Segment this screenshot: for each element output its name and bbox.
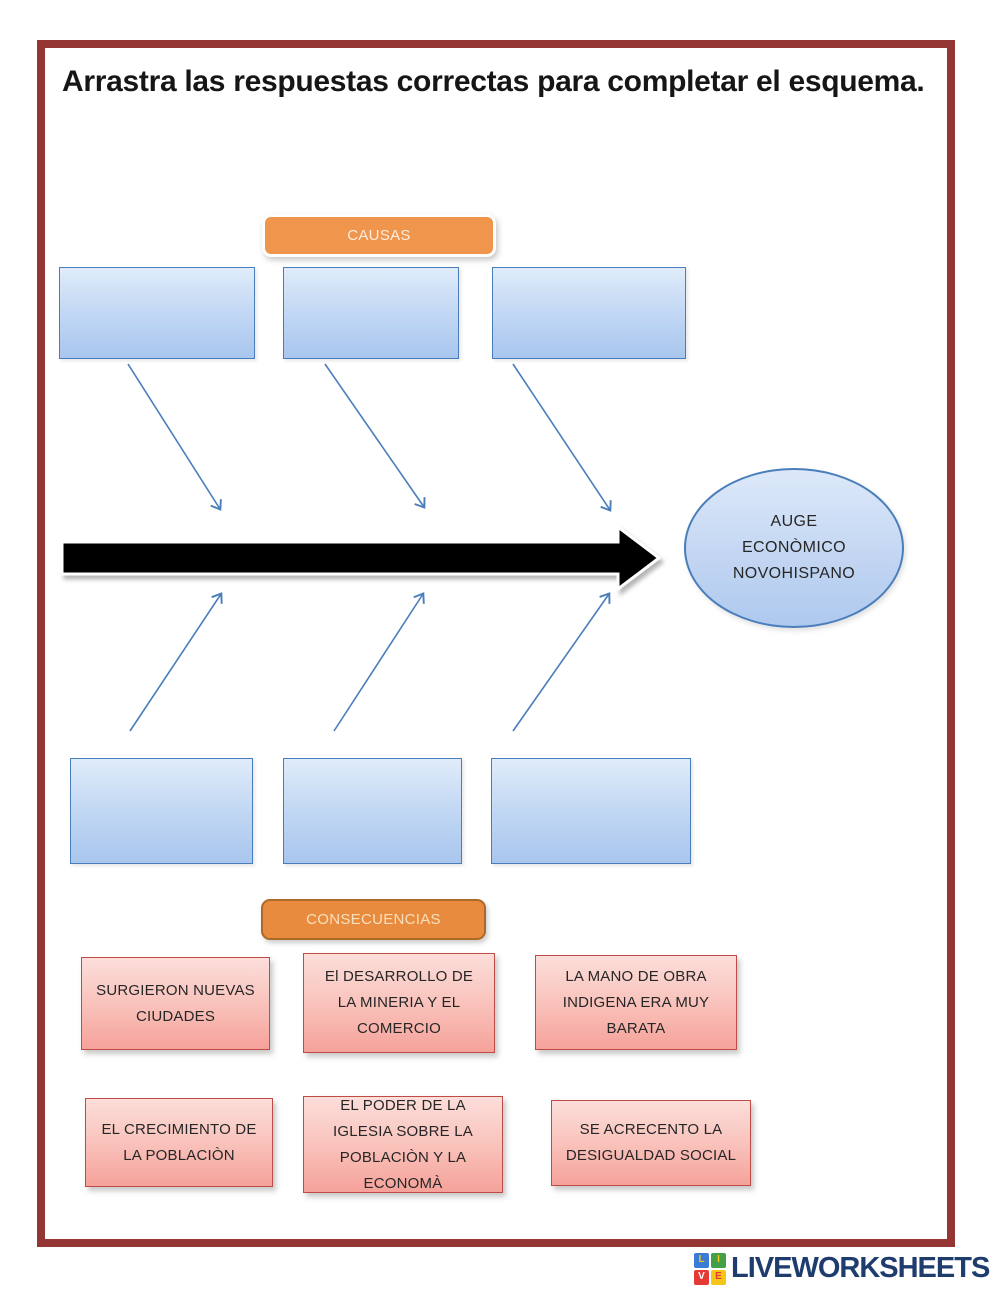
consequence-drop-slot-1[interactable] (70, 758, 253, 864)
liveworksheets-logo-icon: L I V E (694, 1252, 726, 1285)
cause-drop-slot-2[interactable] (283, 267, 459, 359)
liveworksheets-logo[interactable]: L I V E LIVEWORKSHEETS (694, 1252, 990, 1285)
consequences-label: CONSECUENCIAS (261, 899, 486, 940)
answer-card-surgieron-nuevas-ciudades[interactable]: SURGIERON NUEVAS CIUDADES (81, 957, 270, 1050)
page-border-frame (37, 40, 955, 1247)
effect-node: AUGE ECONÒMICO NOVOHISPANO (684, 468, 904, 628)
causes-label: CAUSAS (262, 214, 496, 257)
answer-card-crecimiento-poblacion[interactable]: EL CRECIMIENTO DE LA POBLACIÒN (85, 1098, 273, 1187)
answer-card-desigualdad-social[interactable]: SE ACRECENTO LA DESIGUALDAD SOCIAL (551, 1100, 751, 1186)
liveworksheets-logo-text: LIVEWORKSHEETS (731, 1252, 990, 1284)
answer-card-mano-de-obra-barata[interactable]: LA MANO DE OBRA INDIGENA ERA MUY BARATA (535, 955, 737, 1050)
cause-drop-slot-1[interactable] (59, 267, 255, 359)
logo-square-i: I (711, 1252, 726, 1268)
logo-square-l: L (694, 1252, 709, 1268)
answer-card-poder-iglesia[interactable]: EL PODER DE LA IGLESIA SOBRE LA POBLACIÒ… (303, 1096, 503, 1193)
logo-square-v: V (694, 1269, 709, 1285)
consequence-drop-slot-2[interactable] (283, 758, 462, 864)
cause-drop-slot-3[interactable] (492, 267, 686, 359)
answer-card-desarrollo-mineria-comercio[interactable]: El DESARROLLO DE LA MINERIA Y EL COMERCI… (303, 953, 495, 1053)
page-title: Arrastra las respuestas correctas para c… (62, 65, 925, 98)
logo-square-e: E (711, 1269, 726, 1285)
consequence-drop-slot-3[interactable] (491, 758, 691, 864)
